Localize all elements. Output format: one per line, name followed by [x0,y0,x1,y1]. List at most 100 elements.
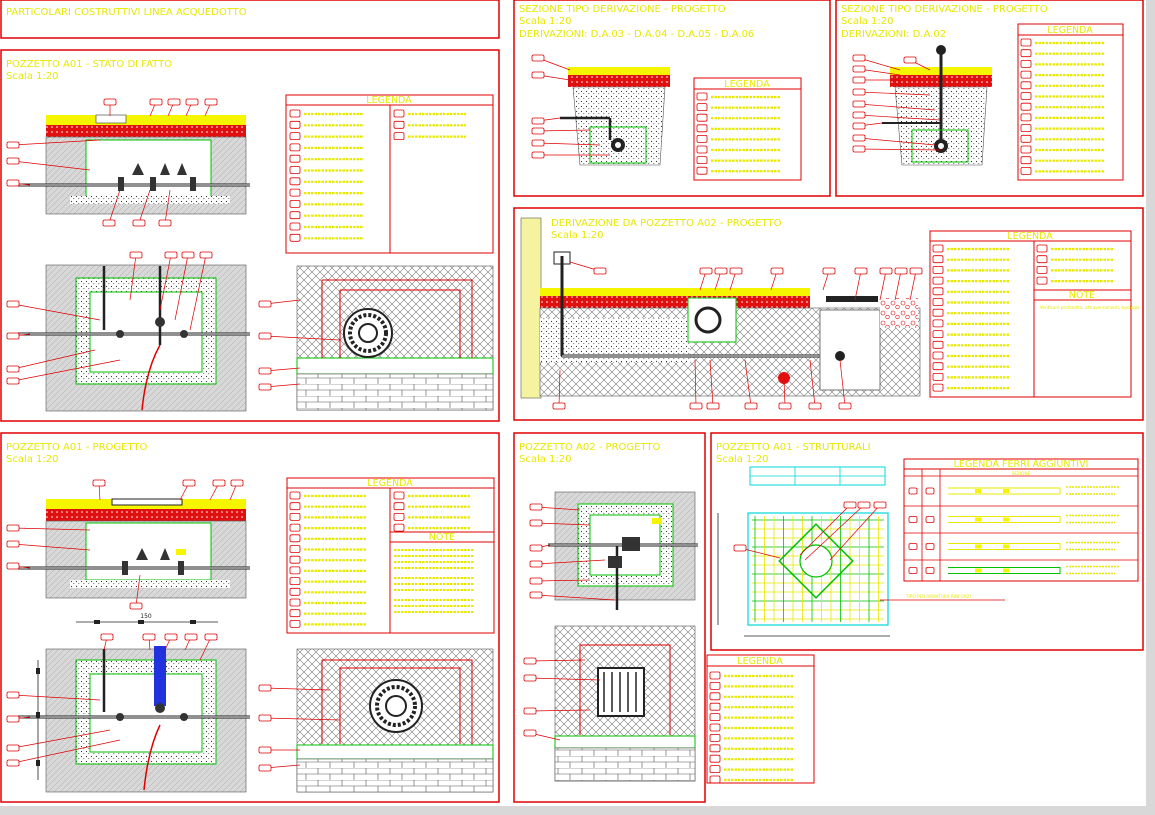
callout-leader [12,739,121,764]
legend-marker [696,145,708,154]
callout-balloon [852,65,866,73]
legend-marker [1020,92,1032,100]
legend-marker [1020,49,1032,58]
callout-balloon [744,402,758,410]
callout-balloon [6,524,20,532]
legend-header: LEGENDA [1047,25,1093,36]
notes-header: NOTE [1069,290,1095,301]
legend-marker [932,330,944,339]
callout-balloon [852,54,866,62]
legend-marker [1020,60,1032,68]
rebar-mark [1003,517,1009,522]
callout-leader [12,160,91,171]
callout-leader [694,359,697,407]
legend-marker [1020,70,1032,79]
table-subheader: SEZIONE [1012,471,1031,476]
row-marker [925,516,935,523]
callout-balloon [531,117,545,125]
legend-marker [932,265,944,274]
callout-leader [783,379,786,407]
panel-scale: Scala 1:20 [716,454,769,465]
legend-entries [289,491,470,628]
callout-balloon [164,251,178,259]
callout-leader [159,254,172,311]
panel-a01-strutturali: POZZETTO A01 - STRUTTURALI Scala 1:20 TI… [710,432,1144,651]
panel-der-tipo-1: SEZIONE TIPO DERIVAZIONE - PROGETTO Scal… [513,0,831,197]
legend-marker [289,620,301,628]
callout-balloons [6,98,341,391]
callout-balloon [894,267,908,275]
panel-scale: Scala 1:20 [519,16,572,27]
callout-leader [858,137,936,146]
horizontal-scrollbar[interactable] [0,806,1155,815]
callout-leader [264,335,341,341]
legend-marker [1020,102,1032,111]
callout-balloon [6,179,20,187]
rebar-mark [975,568,981,573]
callout-balloon [129,251,143,259]
legend-marker [289,143,301,152]
rebar-mark [1003,568,1009,573]
row-marker [908,487,918,495]
row-marker [908,567,918,574]
legend-marker [393,523,405,532]
legend-marker [709,682,721,690]
vertical-scrollbar[interactable] [1146,0,1155,815]
legend-marker [289,555,301,564]
rebar-shape [948,487,1061,495]
panel-title: DERIVAZIONE DA POZZETTO A02 - PROGETTO [551,218,782,229]
callout-balloon [184,633,198,641]
callout-balloon [6,377,20,385]
legend-entries [289,109,466,242]
callout-balloon [822,267,836,275]
rebar-callout: TIPO PER ARMATURA RINFORZI [905,594,971,599]
legend-marker [1020,145,1032,154]
callout-balloon [523,707,537,715]
legend-marker [289,188,301,197]
row-marker [925,567,935,574]
legend-marker [932,362,944,371]
panel-subtitle: DERIVAZIONI: D.A.03 - D.A.04 - D.A.05 - … [519,29,754,40]
legend-marker [393,491,405,500]
legend-marker [289,166,301,174]
callout-balloon [523,674,537,682]
callout-balloon [129,602,143,610]
callout-balloon [258,300,272,308]
callout-leader [537,142,601,146]
legend-marker [289,120,301,129]
callout-balloon [903,56,917,64]
callout-balloons [523,503,616,741]
callout-balloons [733,501,887,561]
legend-marker [289,211,301,220]
callout-balloon [778,402,792,410]
callout-balloon [102,219,116,227]
callout-leader [12,694,101,701]
legend-marker [932,372,944,381]
callout-balloon [258,764,272,772]
legend-marker [289,566,301,575]
legend-marker [1036,244,1048,253]
legend-marker [709,775,721,784]
legend-header: LEGENDA [1007,231,1053,242]
callout-balloon [6,540,20,548]
callout-balloon [158,219,172,227]
callout-balloon [6,759,20,767]
legend-marker [289,491,301,500]
callout-balloon [529,560,543,568]
callout-balloon [204,98,218,106]
legend-marker [696,134,708,143]
panel-scale: Scala 1:20 [551,230,604,241]
legend-marker [709,765,721,773]
legend-marker [932,287,944,296]
callout-balloon [529,519,543,527]
callout-leader [854,270,862,301]
callout-balloons [6,479,341,772]
callout-balloon [167,98,181,106]
callout-balloon [103,98,117,106]
rebar-shape [948,567,1061,574]
callout-leader [138,189,151,224]
callout-balloon [531,139,545,147]
callout-balloon [529,577,543,585]
callout-balloon [6,300,20,308]
